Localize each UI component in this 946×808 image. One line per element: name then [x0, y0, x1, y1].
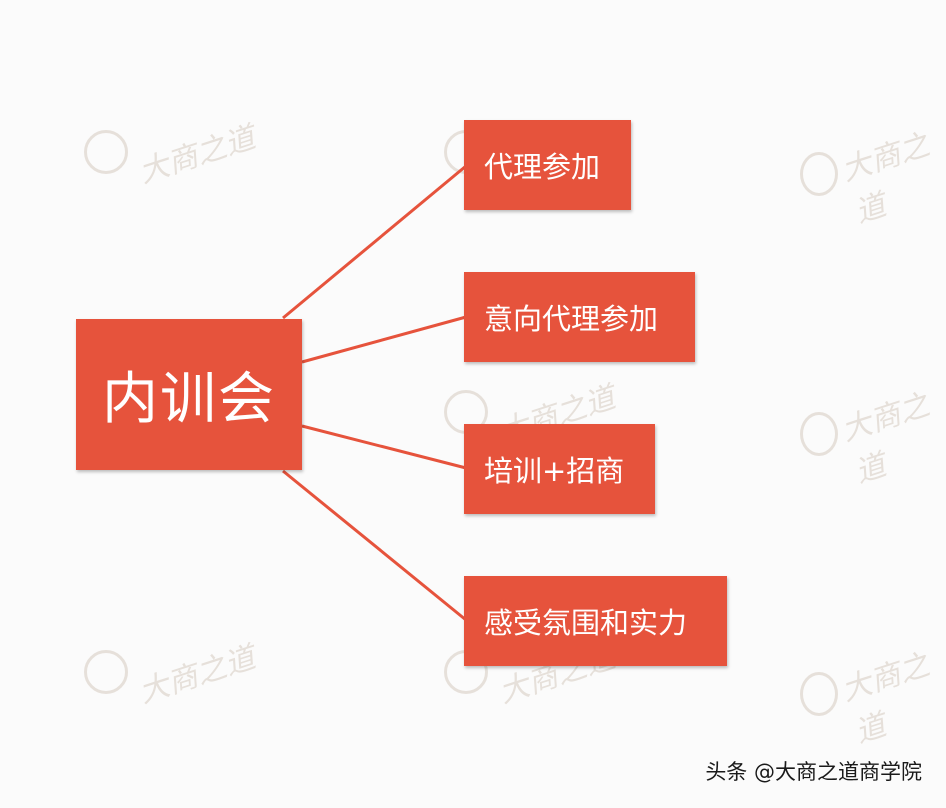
child-node-label: 感受氛围和实力 — [484, 606, 688, 640]
connector-line — [301, 315, 467, 364]
child-node: 意向代理参加 — [464, 272, 695, 362]
child-node: 培训+招商 — [464, 424, 655, 514]
child-node: 代理参加 — [464, 120, 631, 210]
child-node: 感受氛围和实力 — [464, 576, 727, 666]
connector-line — [282, 164, 467, 320]
source-credit: 头条 @大商之道商学院 — [705, 760, 922, 784]
child-node-label: 培训+招商 — [484, 454, 625, 488]
child-node-label: 代理参加 — [484, 150, 601, 184]
root-node-label: 内训会 — [102, 367, 276, 432]
root-node: 内训会 — [76, 319, 302, 470]
child-node-label: 意向代理参加 — [484, 302, 659, 336]
connector-line — [282, 469, 467, 622]
connector-line — [301, 424, 467, 470]
